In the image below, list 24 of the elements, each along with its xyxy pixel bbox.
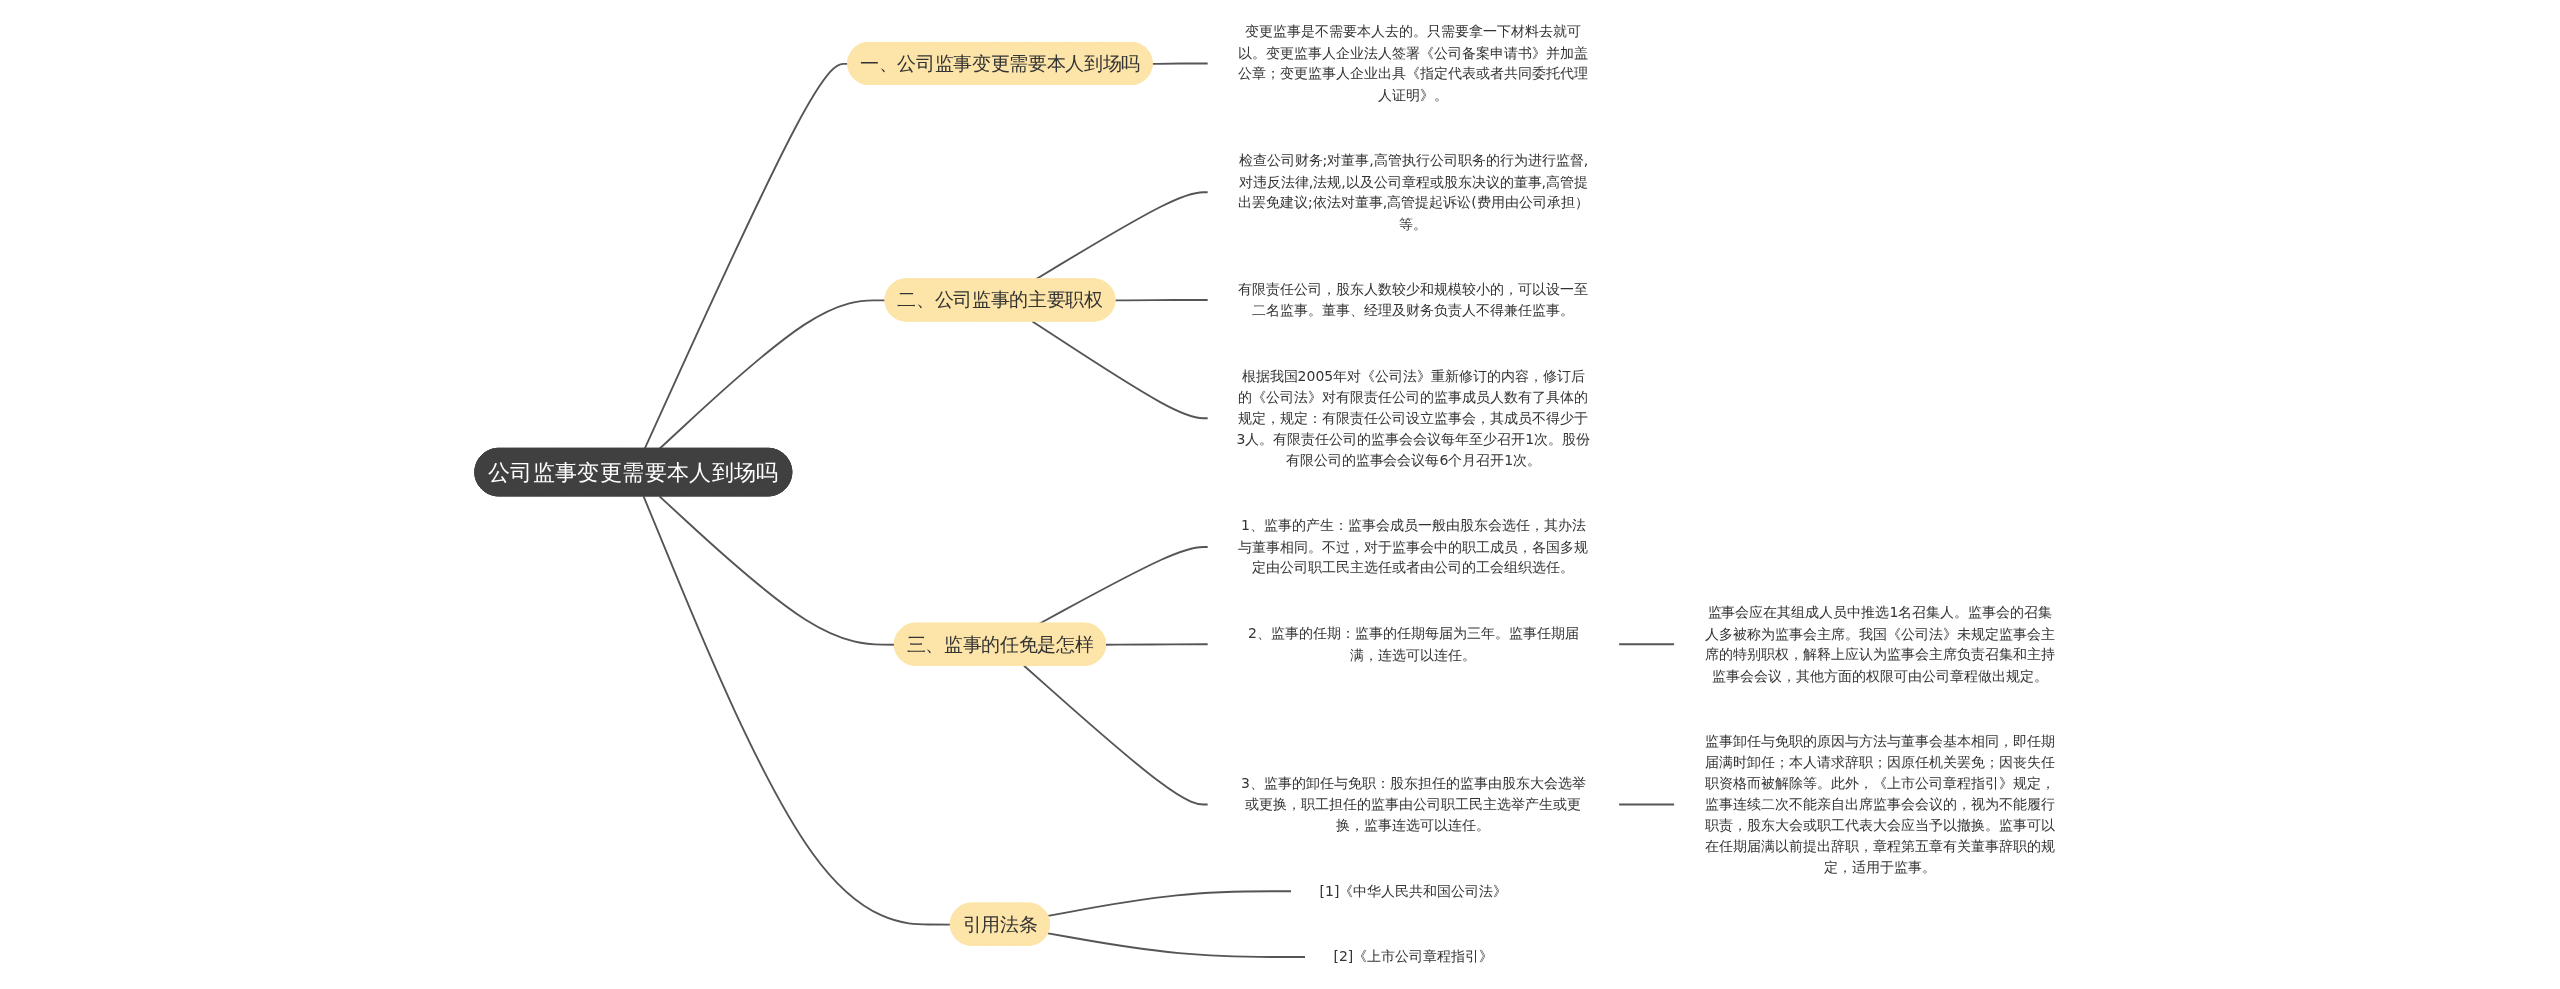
connector [642,495,952,926]
node-text: 变更监事是不需要本人去的。只需要拿一下材料去就可以。变更监事人企业法人签署《公司备案申请书》并加盖公章；变更监事人企业出具《指定代表或者共同委托代理人证明》。 [1238,23,1589,104]
node-text: 3、监事的卸任与免职：股东担任的监事由股东大会选举或更换，职工担任的监事由公司职工民主选举产生或更换，监事连选可以连任。 [1240,774,1586,834]
node-text: 2、监事的任期：监事的任期每届为三年。监事任期届满，连选可以连任。 [1247,625,1579,663]
connector [658,299,887,450]
connector [1031,320,1210,420]
connector [1105,643,1210,646]
connector [1038,546,1210,625]
node-text: 检查公司财务;对董事,高管执行公司职务的行为进行监督,对违反法律,法规,以及公司章程或股东决议的董事,高管提出罢免建议;依法对董事,高管提起诉讼(费用由公司承担）等。 [1238,152,1589,232]
connector [1617,643,1676,646]
node-text: 监事卸任与免职的原因与方法与董事会基本相同，即任期届满时卸任；本人请求辞职；因原任机关罢免；因丧失任职资格而被解除等。此外，《上市公司章程指引》规定，监事连续二次不能亲自出席监事会会议的，视为不能履行职责，股东大会或职工代表大会应当予以撤换。监事可以在任期届满以前提出辞职，章程第五章有关董事辞职的规定，适用于监事。 [1704,732,2055,876]
node-text: 有限责任公司，股东人数较少和规模较小的，可以设一至二名监事。董事、经理及财务负责人不得兼任监事。 [1238,280,1589,319]
connector [1023,664,1210,806]
connector [1617,803,1676,806]
node-text: 1、监事的产生：监事会成员一般由股东会选任，其办法与董事相同。不过，对于监事会中的职工成员，各国多规定由公司职工民主选任或者由公司的工会组织选任。 [1238,517,1589,577]
connector [1047,890,1293,917]
connector [1151,62,1210,65]
connector [1114,299,1210,302]
connector [658,495,896,646]
node-text: [1]《中华人民共和国公司法》 [1319,882,1508,900]
node-text: 根据我国2005年对《公司法》重新修订的内容，修订后的《公司法》对有限责任公司的监事成员人数有了具体的规定，规定：有限责任公司设立监事会，其成员不得少于3人。有限责任公司的监事会会议每年至少召开1次。股份有限公司的监事会会议每6个月召开1次。 [1236,367,1591,469]
node-text: [2]《上市公司章程指引》 [1333,948,1494,966]
connector [1047,932,1307,958]
node-text: 监事会应在其组成人员中推选1名召集人。监事会的召集人多被称为监事会主席。我国《公司法》未规定监事会主席的特别职权，解释上应认为监事会主席负责召集和主持监事会会议，其他方面的权限可由公司章程做出规定。 [1704,604,2055,684]
